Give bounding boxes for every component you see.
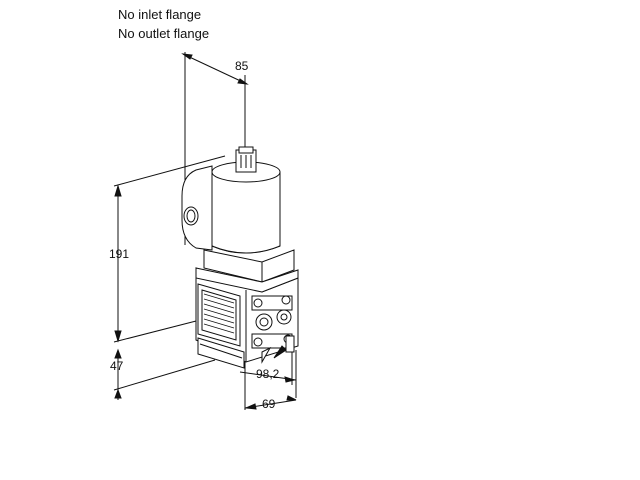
caption-no-inlet-flange: No inlet flange <box>118 7 202 22</box>
valve-body <box>181 146 299 369</box>
dimension-label-98-2: 98,2 <box>256 367 280 381</box>
dimension-label-69: 69 <box>262 397 276 411</box>
dimension-label-191: 191 <box>109 247 130 261</box>
dimension-lines <box>113 52 297 410</box>
dimension-label-47: 47 <box>110 359 124 373</box>
caption-no-outlet-flange: No outlet flange <box>118 26 210 41</box>
dimension-label-85: 85 <box>235 59 249 73</box>
